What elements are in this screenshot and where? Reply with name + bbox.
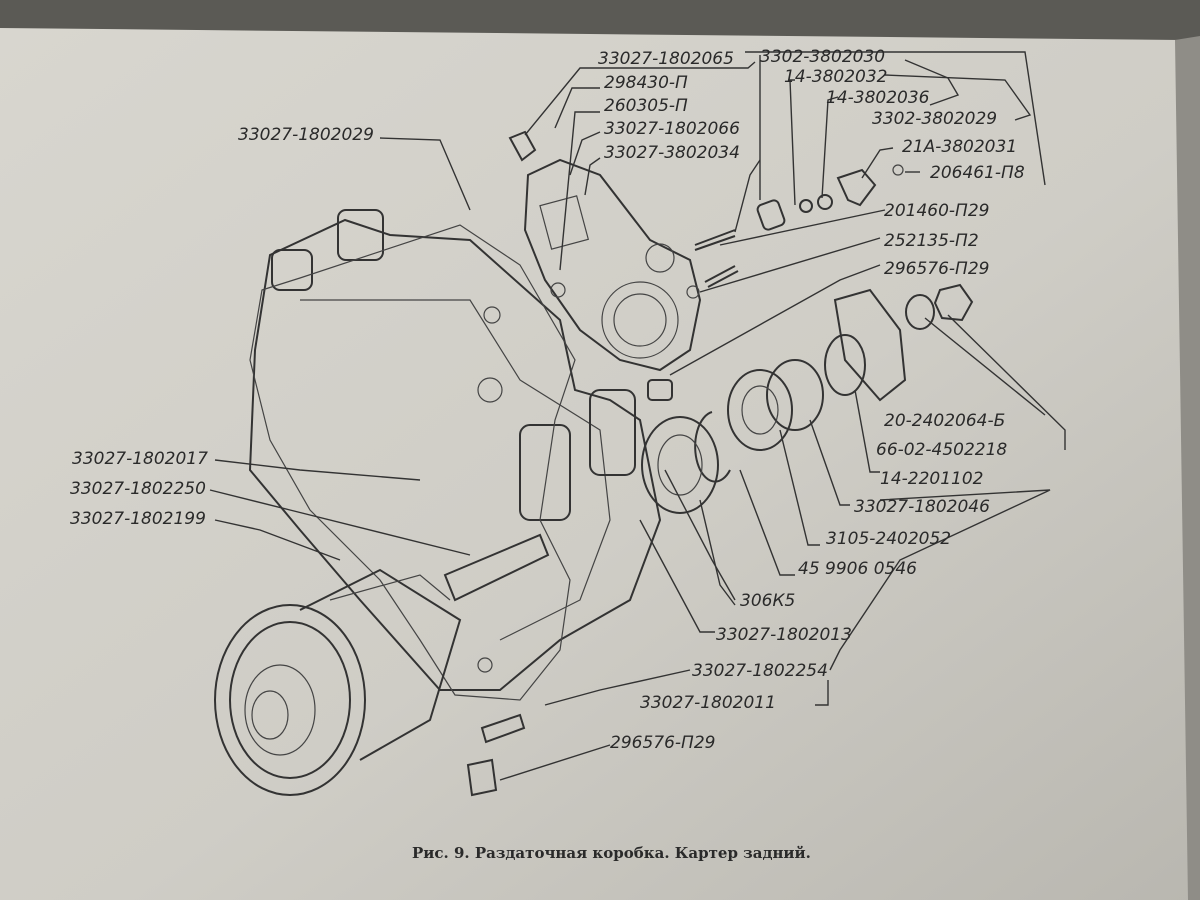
dowel-pin (480, 713, 526, 744)
housing-inner-wall (300, 299, 611, 641)
callout-33027-1802011: 33027-1802011 (640, 693, 776, 713)
leader-lines (209, 51, 1066, 781)
breather (508, 130, 537, 162)
needle-bearing (647, 379, 673, 401)
speedo-bushing (756, 199, 786, 231)
seal-ring-small (799, 199, 813, 213)
callout-3105-2402052: 3105-2402052 (826, 529, 951, 549)
bearing-outer (727, 369, 793, 451)
housing-hole (477, 377, 503, 403)
callout-252135-p2: 252135-П2 (884, 231, 979, 251)
callout-33027-1802254: 33027-1802254 (692, 661, 828, 681)
housing-boss-left (271, 249, 313, 291)
rear-cover-bore-inner (613, 293, 667, 347)
rear-cover-bore (601, 281, 679, 359)
callout-33027-1802065: 33027-1802065 (598, 49, 734, 69)
callout-33027-1802013: 33027-1802013 (716, 625, 852, 645)
main-bearing-inner (657, 434, 703, 496)
callout-20-2402064-b: 20-2402064-Б (884, 411, 1005, 431)
callout-3302-3802030: 3302-3802030 (760, 47, 885, 67)
callout-33027-3802034: 33027-3802034 (604, 143, 740, 163)
callout-14-3802032: 14-3802032 (784, 67, 887, 87)
callout-206461-p8: 206461-П8 (930, 163, 1025, 183)
drive-gear (214, 568, 462, 796)
callout-201460-p29: 201460-П29 (884, 201, 989, 221)
callout-260305-p: 260305-П (604, 96, 688, 116)
callout-33027-1802199: 33027-1802199 (70, 509, 206, 529)
callout-14-3802036: 14-3802036 (826, 88, 930, 108)
callout-33027-1802066: 33027-1802066 (604, 119, 740, 139)
housing-hole (477, 657, 493, 673)
callout-33027-1802029: 33027-1802029 (238, 125, 374, 145)
washer (686, 285, 700, 299)
bolt-b (704, 265, 739, 288)
rear-cover (523, 158, 702, 372)
snap-ring (694, 411, 731, 483)
callout-296576-p29-bottom: 296576-П29 (610, 733, 715, 753)
housing-hole (483, 306, 501, 324)
callout-3302-3802029: 3302-3802029 (872, 109, 997, 129)
rear-housing (248, 218, 662, 691)
housing-boss-right (589, 389, 636, 476)
flange-hub (824, 334, 866, 396)
callout-labels: 33027-1802065 298430-П 260305-П 33027-18… (70, 47, 1025, 753)
callout-296576-p29-top: 296576-П29 (884, 259, 989, 279)
callout-66-02-4502218: 66-02-4502218 (876, 440, 1007, 460)
housing-boss-mid (519, 424, 571, 521)
callout-33027-1802250: 33027-1802250 (70, 479, 206, 499)
oil-seal (766, 359, 824, 431)
output-shaft (443, 533, 550, 602)
rear-cover-window (539, 195, 590, 250)
seal-ring-small-2 (817, 194, 833, 210)
drive-flange (833, 288, 907, 402)
callout-33027-1802017: 33027-1802017 (72, 449, 208, 469)
book-edge (1175, 36, 1200, 900)
callout-306k5: 306К5 (740, 591, 795, 611)
flange-nut (933, 283, 974, 322)
figure-caption: Рис. 9. Раздаточная коробка. Картер задн… (412, 844, 811, 862)
gasket-outline (249, 224, 576, 701)
drain-plug (466, 758, 498, 797)
callout-33027-1802046: 33027-1802046 (854, 497, 990, 517)
parts-drawing (214, 130, 974, 797)
bracket-bolt (892, 164, 904, 176)
main-bearing (641, 416, 719, 514)
paper-sheet (0, 28, 1200, 900)
rear-cover-hole (550, 282, 566, 298)
bearing-inner (741, 385, 779, 435)
bolt-a (694, 229, 736, 251)
housing-boss-top (337, 209, 384, 261)
flange-washer (905, 294, 935, 330)
callout-14-2201102: 14-2201102 (880, 469, 983, 489)
callout-21a-3802031: 21А-3802031 (902, 137, 1017, 157)
callout-298430-p: 298430-П (604, 73, 688, 93)
rear-cover-port (645, 243, 675, 273)
speedo-bracket (836, 168, 877, 207)
callout-45-9906-0546: 45 9906 0546 (798, 559, 917, 579)
